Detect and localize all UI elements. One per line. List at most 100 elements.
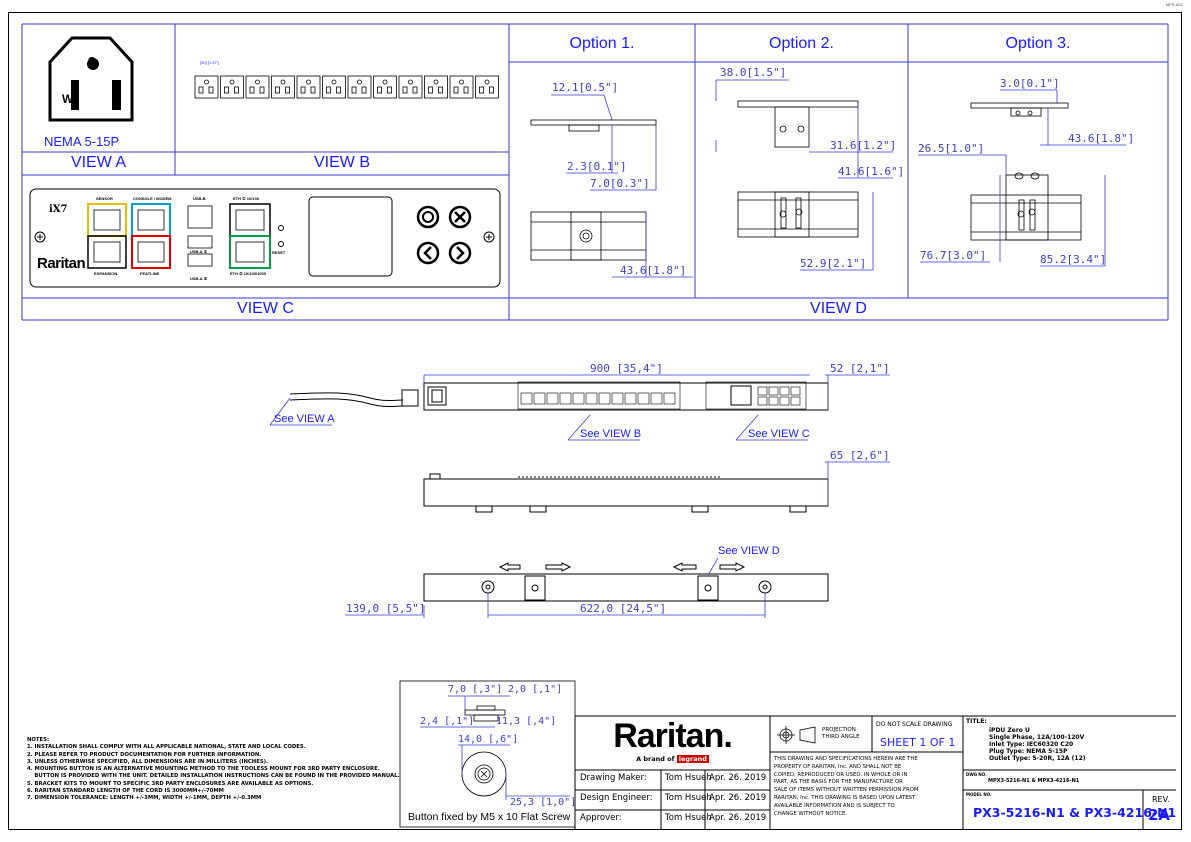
pdu-outlet (624, 392, 637, 405)
third-angle-text: THIRD ANGLE (822, 734, 860, 740)
port-label-console: CONSOLE / MODEM (133, 196, 172, 201)
view-d-caption: VIEW D (810, 300, 867, 317)
port-label-eth-bottom: ETH ② 10/100/1000 (230, 271, 267, 276)
plug-type-label: NEMA 5-15P (44, 134, 120, 149)
plug-w-label: W (62, 92, 74, 106)
see-view-c: See VIEW C (748, 428, 810, 440)
pdu-port (768, 386, 779, 396)
rev-label: REV. (1152, 795, 1170, 804)
signoff-date: Apr. 26. 2019 (709, 773, 767, 783)
outlet-receptacle (373, 75, 397, 99)
disclaimer-line: PART, AS THE BASIS FOR THE MANUFACTURE O… (774, 779, 903, 786)
outlet-receptacle (475, 75, 499, 99)
disclaimer-line: PROPERTY OF RARITAN, Inc. AND SHALL NOT … (774, 763, 902, 770)
view-c-caption: VIEW C (237, 300, 294, 317)
opt2-dim-a: 38.0[1.5"] (720, 66, 787, 79)
signoff-role: Approver: (580, 813, 622, 823)
opt2-dim-b: 31.6[1.2"] (830, 139, 897, 152)
port-label-usb-b: USB-B (193, 196, 206, 201)
spacing-dim: 622,0 [24,5"] (580, 602, 667, 615)
outlet-receptacle (296, 75, 321, 99)
pdu-back-view (423, 562, 829, 602)
signoff-date: Apr. 26. 2019 (709, 813, 767, 823)
length-dim: 900 [35,4"] (590, 362, 663, 375)
pdu-port (790, 396, 801, 406)
option2-title: Option 2. (769, 35, 834, 52)
tagline-prefix: A brand of (636, 755, 675, 763)
opt3-dim-c: 43.6[1.8"] (1068, 132, 1135, 145)
legrand-badge: legrand (676, 755, 709, 763)
title-line: Plug Type: NEMA 5-15P (989, 748, 1068, 755)
opt3-dim-d: 76.7[3.0"] (920, 249, 987, 262)
disclaimer-line: AVAILABLE INFORMATION AND IS SUBJECT TO (774, 802, 895, 809)
option3-drawing (970, 102, 1082, 241)
projection-text: PROJECTION (822, 727, 856, 733)
outlet-receptacle (424, 75, 448, 99)
pdu-port (757, 386, 768, 396)
btn-dim-b: 2,0 [,1"] (508, 684, 563, 695)
note-item: 2. PLEASE REFER TO PRODUCT DOCUMENTATION… (27, 751, 262, 758)
projection-label: PROJECTION THIRD ANGLE (822, 727, 860, 741)
pdu-port (779, 396, 790, 406)
pdu-outlet (559, 392, 572, 405)
port-label-usb-a-top: USB-A ① (190, 249, 208, 254)
nema-plug-drawing (48, 36, 134, 122)
dwg-label: DWG NO. (966, 772, 987, 777)
pdu-outlet (546, 392, 559, 405)
title-label: TITLE: (966, 718, 987, 725)
title-line: Outlet Type: 5-20R, 12A (12) (989, 755, 1086, 762)
outlet-receptacle (245, 75, 270, 99)
disclaimer-line: RARITAN, Inc. THIS DRAWING IS BASED UPON… (774, 794, 916, 801)
signoff-name: Tom Hsueh (665, 793, 712, 803)
disclaimer-line: SALE OF ITEMS WITHOUT WRITTEN PERMISSION… (774, 787, 919, 794)
pdu-side-view (423, 473, 829, 513)
pdu-outlet (520, 392, 533, 405)
raritan-panel-logo: Raritan (37, 255, 86, 272)
port-label-usb-a-bottom: USB-A ② (190, 276, 208, 281)
logo-cell: Raritan. A brand of legrand (575, 716, 770, 770)
title-line: Single Phase, 12A/100-120V (989, 734, 1085, 741)
btn-dim-a: 7,0 [,3"] (448, 684, 503, 695)
rev-value: 2A (1148, 806, 1171, 824)
opt1-dim-a: 12.1[0.5"] (552, 81, 619, 94)
view-b-caption: VIEW B (313, 154, 370, 171)
drawing-frame (8, 12, 1182, 830)
outlet-receptacle (271, 75, 295, 99)
port-label-reset: RESET (272, 250, 286, 255)
outlet-receptacle (398, 75, 423, 99)
title-line: iPDU Zero U (989, 727, 1030, 734)
outlet-receptacle (322, 75, 346, 99)
raritan-logo: Raritan. (613, 717, 733, 755)
signoff-role: Drawing Maker: (580, 773, 647, 783)
pdu-outlet (598, 392, 611, 405)
see-view-d: See VIEW D (718, 545, 780, 557)
note-item: 7. DIMENSION TOLERANCE: LENGTH +/-3MM, W… (27, 795, 262, 802)
outlet-receptacle (220, 75, 244, 99)
ix7-logo: iX7 (49, 204, 68, 215)
signoff-date: Apr. 26. 2019 (709, 793, 767, 803)
note-item: 4. MOUNTING BUTTON IS AN ALTERNATIVE MOU… (27, 766, 380, 773)
view-a-caption: VIEW A (70, 154, 127, 171)
note-item: BUTTON IS PROVIDED WITH THE UNIT. DETAIL… (27, 773, 400, 780)
option2-drawing (737, 100, 859, 238)
plug-ground-label: G (88, 56, 96, 67)
see-view-a: See VIEW A (274, 413, 335, 425)
controller-panel (29, 188, 501, 288)
pdu-outlet (585, 392, 598, 405)
view-b-outlets (194, 75, 499, 99)
btn-dim-f: 25,3 [1,0"] (510, 797, 577, 808)
opt1-dim-c: 7.0[0.3"] (590, 177, 650, 190)
notes-block: NOTES: 1. INSTALLATION SHALL COMPLY WITH… (27, 737, 400, 803)
btn-dim-e: 14,0 [,6"] (458, 734, 519, 745)
pdu-outlet (572, 392, 585, 405)
pdu-port (757, 396, 768, 406)
opt1-dim-b: 2.3[0.1"] (567, 160, 627, 173)
outlet-receptacle (449, 75, 474, 99)
opt3-dim-a: 3.0[0.1"] (1000, 77, 1060, 90)
disclaimer-line: THIS DRAWING AND SPECIFICATIONS HEREIN A… (774, 756, 918, 762)
corner-tag: MFR-A01 (1165, 2, 1183, 7)
view-b-dim: [50] [1.97"] (200, 60, 220, 65)
height-dim: 65 [2,6"] (830, 449, 890, 462)
note-item: 6. RARITAN STANDARD LENGTH OF THE CORD I… (27, 788, 224, 795)
